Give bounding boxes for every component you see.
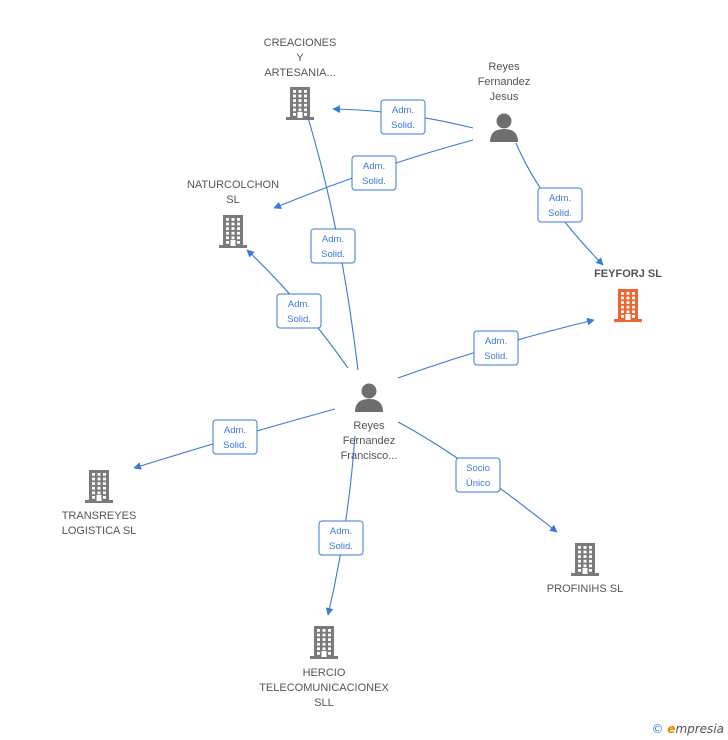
edge-reyes_francisco-to-naturcolchon: Adm. Solid. [246, 249, 349, 369]
edge-label-line: Adm. [224, 425, 246, 436]
edge-label-line: Solid. [287, 314, 311, 325]
nodes-layer: CREACIONESYARTESANIA...ReyesFernandezJes… [62, 37, 662, 709]
edge-label-line: Solid. [362, 176, 386, 187]
node-creaciones[interactable]: CREACIONES Y ARTESANIA... [264, 37, 337, 120]
node-label-line: Reyes [488, 61, 520, 73]
edge-reyes_jesus-to-naturcolchon: Adm. Solid. [273, 139, 474, 209]
edge-label-line: Adm. [330, 526, 352, 537]
node-label-line: SL [226, 194, 239, 206]
edge-label-line: Solid. [321, 249, 345, 260]
edge-label-line: Adm. [322, 234, 344, 245]
edge-reyes_francisco-to-creaciones: Adm. Solid. [303, 107, 359, 371]
node-label-line: TELECOMUNICACIONEX [259, 682, 389, 694]
node-transreyes[interactable]: TRANSREYES LOGISTICA SL [62, 470, 137, 537]
edge-label-line: Solid. [329, 541, 353, 552]
building-icon [286, 87, 314, 120]
building-icon [571, 543, 599, 576]
edge-label-line: Adm. [288, 299, 310, 310]
building-icon [310, 626, 338, 659]
node-reyes_francisco[interactable]: ReyesFernandezFrancisco... [341, 383, 398, 463]
node-label-line: LOGISTICA SL [62, 525, 137, 537]
node-label-line: Jesus [490, 91, 519, 103]
node-label-line: SLL [314, 697, 334, 709]
node-label-line: Reyes [353, 420, 385, 432]
node-profinihs[interactable]: PROFINIHS SL [547, 543, 623, 595]
person-icon [355, 383, 383, 412]
edge-label-line: Solid. [223, 440, 247, 451]
edge-label-box[interactable] [473, 330, 519, 366]
copyright-footer: © empresia [651, 722, 724, 736]
copyright-symbol: © [651, 722, 664, 736]
edge-label-box[interactable] [351, 155, 397, 191]
edge-reyes_francisco-to-feyforj: Adm. Solid. [397, 317, 595, 379]
edge-label-line: Solid. [548, 208, 572, 219]
node-label-line: CREACIONES [264, 37, 337, 49]
edge-reyes_jesus-to-creaciones: Adm. Solid. [332, 99, 474, 135]
edge-label-box[interactable] [380, 99, 426, 135]
empresia-logo[interactable]: empresia [667, 722, 724, 736]
person-icon [490, 113, 518, 142]
node-label-line: NATURCOLCHON [187, 179, 279, 191]
edge-label-line: Adm. [549, 193, 571, 204]
building-icon [614, 289, 642, 322]
edge-label-box[interactable] [318, 520, 364, 556]
node-naturcolchon[interactable]: NATURCOLCHON SL [187, 179, 279, 248]
edge-label-line: Solid. [391, 120, 415, 131]
node-label-line: FEYFORJ SL [594, 268, 662, 280]
edge-label-line: Único [466, 478, 490, 489]
node-hercio[interactable]: HERCIO TELECOMUNICACIONEX SLL [259, 626, 389, 709]
edge-reyes_jesus-to-feyforj: Adm. Solid. [515, 142, 604, 266]
edge-label-line: Adm. [485, 336, 507, 347]
node-label-line: Francisco... [341, 450, 398, 462]
edge-label-line: Adm. [392, 105, 414, 116]
node-label-line: HERCIO [303, 667, 346, 679]
edge-reyes_francisco-to-hercio: Adm. Solid. [318, 435, 364, 616]
edge-label-box[interactable] [276, 293, 322, 329]
edges-layer: Adm. Solid. Adm. Solid. Adm. Solid. Adm. Solid.… [133, 99, 604, 616]
node-label-line: Fernandez [343, 435, 396, 447]
edge-label-box[interactable] [455, 457, 501, 493]
node-feyforj[interactable]: FEYFORJ SL [594, 268, 662, 322]
building-icon [85, 470, 113, 503]
edge-label-box[interactable] [310, 228, 356, 264]
edge-label-box[interactable] [212, 419, 258, 455]
node-label-line: PROFINIHS SL [547, 583, 623, 595]
edge-label-box[interactable] [537, 187, 583, 223]
building-icon [219, 215, 247, 248]
edge-label-line: Socio [466, 463, 490, 474]
node-label-line: Y [296, 52, 304, 64]
node-label-line: Fernandez [478, 76, 531, 88]
node-label-line: ARTESANIA... [264, 67, 335, 79]
edge-label-line: Solid. [484, 351, 508, 362]
edge-reyes_francisco-to-transreyes: Adm. Solid. [133, 408, 336, 470]
edge-label-line: Adm. [363, 161, 385, 172]
node-label-line: TRANSREYES [62, 510, 137, 522]
